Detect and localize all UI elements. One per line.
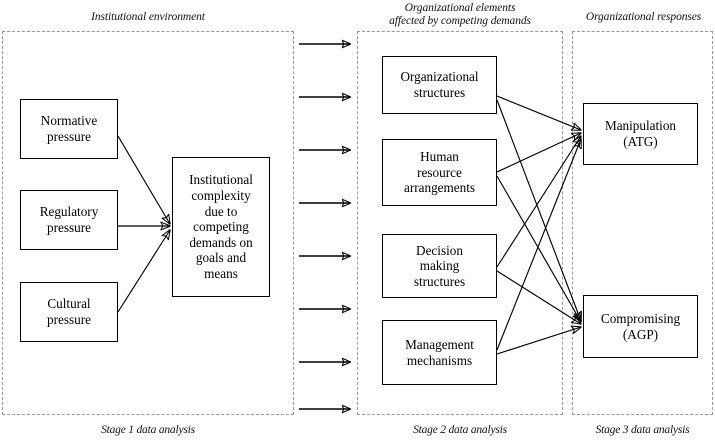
stage-label-2: Stage 2 data analysis <box>413 424 507 436</box>
node-institutional-complexity[interactable]: Institutional complexity due to competin… <box>172 157 270 297</box>
node-human-resource-arrangements[interactable]: Human resource arrangements <box>382 139 497 206</box>
node-manipulation-atg[interactable]: Manipulation (ATG) <box>583 103 698 165</box>
panel-title-organizational-responses: Organizational responses <box>585 11 702 23</box>
node-cultural-pressure[interactable]: Cultural pressure <box>20 282 118 342</box>
node-decision-making-structures[interactable]: Decision making structures <box>382 234 497 298</box>
stage-label-3: Stage 3 data analysis <box>595 424 690 436</box>
node-normative-pressure[interactable]: Normative pressure <box>20 99 118 159</box>
panel-title-institutional-environment: Institutional environment <box>91 11 205 23</box>
links-panel1-to-panel2 <box>299 44 350 409</box>
node-regulatory-pressure[interactable]: Regulatory pressure <box>20 190 118 250</box>
stage-label-1: Stage 1 data analysis <box>101 424 195 436</box>
panel-institutional-environment <box>2 31 294 415</box>
node-management-mechanisms[interactable]: Management mechanisms <box>382 320 497 385</box>
panel-title-organizational-elements: Organizational elements affected by comp… <box>389 2 531 27</box>
node-organizational-structures[interactable]: Organizational structures <box>382 56 497 114</box>
node-compromising-agp[interactable]: Compromising (AGP) <box>583 295 698 358</box>
